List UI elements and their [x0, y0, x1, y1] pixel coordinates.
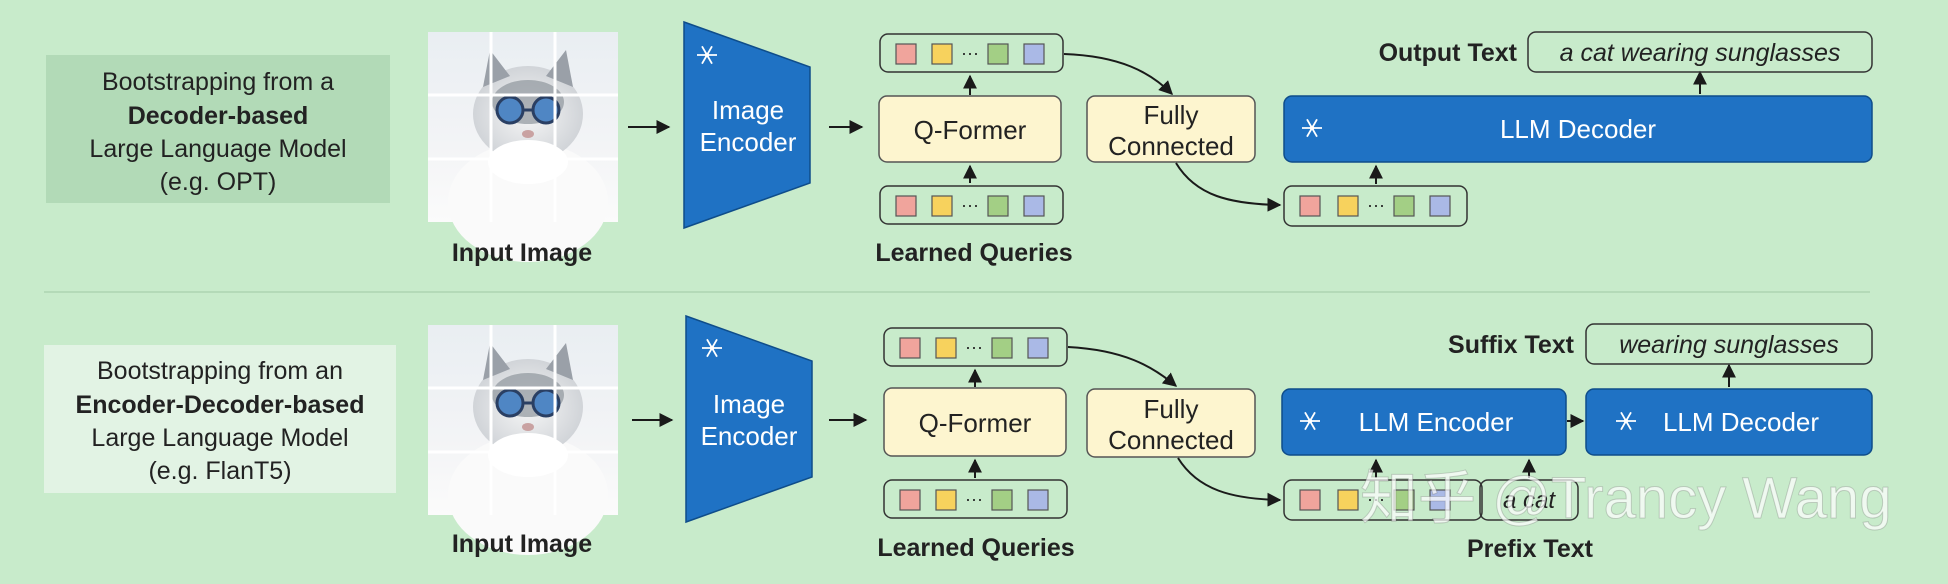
- bottom-input-image-label: Input Image: [452, 530, 592, 558]
- bottom-description-line-3: Large Language Model: [91, 424, 348, 452]
- top-learned-query-tokens: ···: [879, 185, 1064, 225]
- bottom-image-encoder: [685, 314, 813, 524]
- bottom-suffix-text-label: Suffix Text: [1448, 331, 1575, 359]
- top-fully-connected: [1086, 95, 1256, 163]
- top-output-text-value: a cat wearing sunglasses: [1560, 39, 1841, 67]
- bottom-qformer: [883, 387, 1067, 457]
- svg-text:···: ···: [1367, 489, 1385, 509]
- top-fc-label-2: Connected: [1108, 131, 1234, 161]
- bottom-llm-encoder-label: LLM Encoder: [1359, 407, 1514, 437]
- bottom-suffix-text-box: [1585, 323, 1873, 365]
- bottom-fc-label-1: Fully: [1144, 394, 1199, 424]
- bottom-section: Bootstrapping from an Encoder-Decoder-ba…: [44, 314, 1873, 563]
- bottom-description-line-4: (e.g. FlanT5): [148, 457, 291, 485]
- top-qformer: [878, 95, 1062, 163]
- top-image-encoder-label-1: Image: [712, 95, 784, 125]
- bottom-llm-encoder: [1281, 388, 1567, 456]
- top-input-image: [426, 30, 620, 264]
- top-soft-prompt-tokens: ···: [1283, 185, 1468, 227]
- top-description-line-1: Bootstrapping from a: [102, 68, 334, 96]
- bottom-suffix-text-value: wearing sunglasses: [1619, 331, 1839, 359]
- svg-text:···: ···: [961, 195, 979, 215]
- bottom-llm-decoder-label: LLM Decoder: [1663, 407, 1819, 437]
- bottom-qformer-label: Q-Former: [919, 408, 1032, 438]
- top-fc-label-1: Fully: [1144, 100, 1199, 130]
- top-qformer-label: Q-Former: [914, 115, 1027, 145]
- bottom-image-encoder-label-1: Image: [713, 389, 785, 419]
- bottom-learned-queries-label: Learned Queries: [877, 534, 1074, 562]
- bottom-fc-label-2: Connected: [1108, 425, 1234, 455]
- top-description-box: [46, 55, 390, 203]
- bottom-query-output-tokens: ···: [883, 327, 1068, 367]
- top-description-line-2: Decoder-based: [128, 102, 309, 130]
- bottom-llm-decoder: [1585, 388, 1873, 456]
- bottom-fully-connected: [1086, 388, 1256, 458]
- bottom-prefix-text-box: [1479, 479, 1579, 521]
- bottom-description-line-1: Bootstrapping from an: [97, 357, 343, 385]
- top-learned-queries-label: Learned Queries: [875, 239, 1072, 267]
- svg-text:···: ···: [965, 489, 983, 509]
- top-input-image-label: Input Image: [452, 239, 592, 267]
- top-llm-decoder: [1283, 95, 1873, 163]
- watermark: 知乎 @Trancy Wang: [1360, 466, 1892, 531]
- top-description-line-3: Large Language Model: [89, 135, 346, 163]
- top-image-encoder-label-2: Encoder: [700, 127, 797, 157]
- bottom-prefix-text-label: Prefix Text: [1467, 535, 1594, 563]
- bottom-prefix-text-value: a cat: [1503, 487, 1556, 514]
- svg-text:···: ···: [1367, 195, 1385, 215]
- top-query-output-tokens: ···: [879, 33, 1064, 73]
- top-arrow-queries-to-fc: [1063, 53, 1173, 95]
- top-llm-decoder-label: LLM Decoder: [1500, 114, 1656, 144]
- top-arrow-fc-to-soft-prompt: [1175, 162, 1282, 212]
- bottom-soft-prompt-tokens: ···: [1283, 479, 1483, 521]
- bottom-learned-query-tokens: ···: [883, 479, 1068, 519]
- bottom-description-box: [44, 345, 396, 493]
- bottom-description-line-2: Encoder-Decoder-based: [76, 391, 365, 419]
- svg-text:···: ···: [961, 43, 979, 63]
- svg-text:···: ···: [965, 337, 983, 357]
- top-output-text-box: [1527, 31, 1873, 73]
- bottom-image-encoder-label-2: Encoder: [701, 421, 798, 451]
- bottom-input-image: [426, 323, 620, 557]
- top-image-encoder: [683, 20, 811, 230]
- top-section: Bootstrapping from a Decoder-based Large…: [46, 20, 1873, 267]
- top-output-text-label: Output Text: [1379, 39, 1518, 67]
- top-description-line-4: (e.g. OPT): [160, 168, 277, 196]
